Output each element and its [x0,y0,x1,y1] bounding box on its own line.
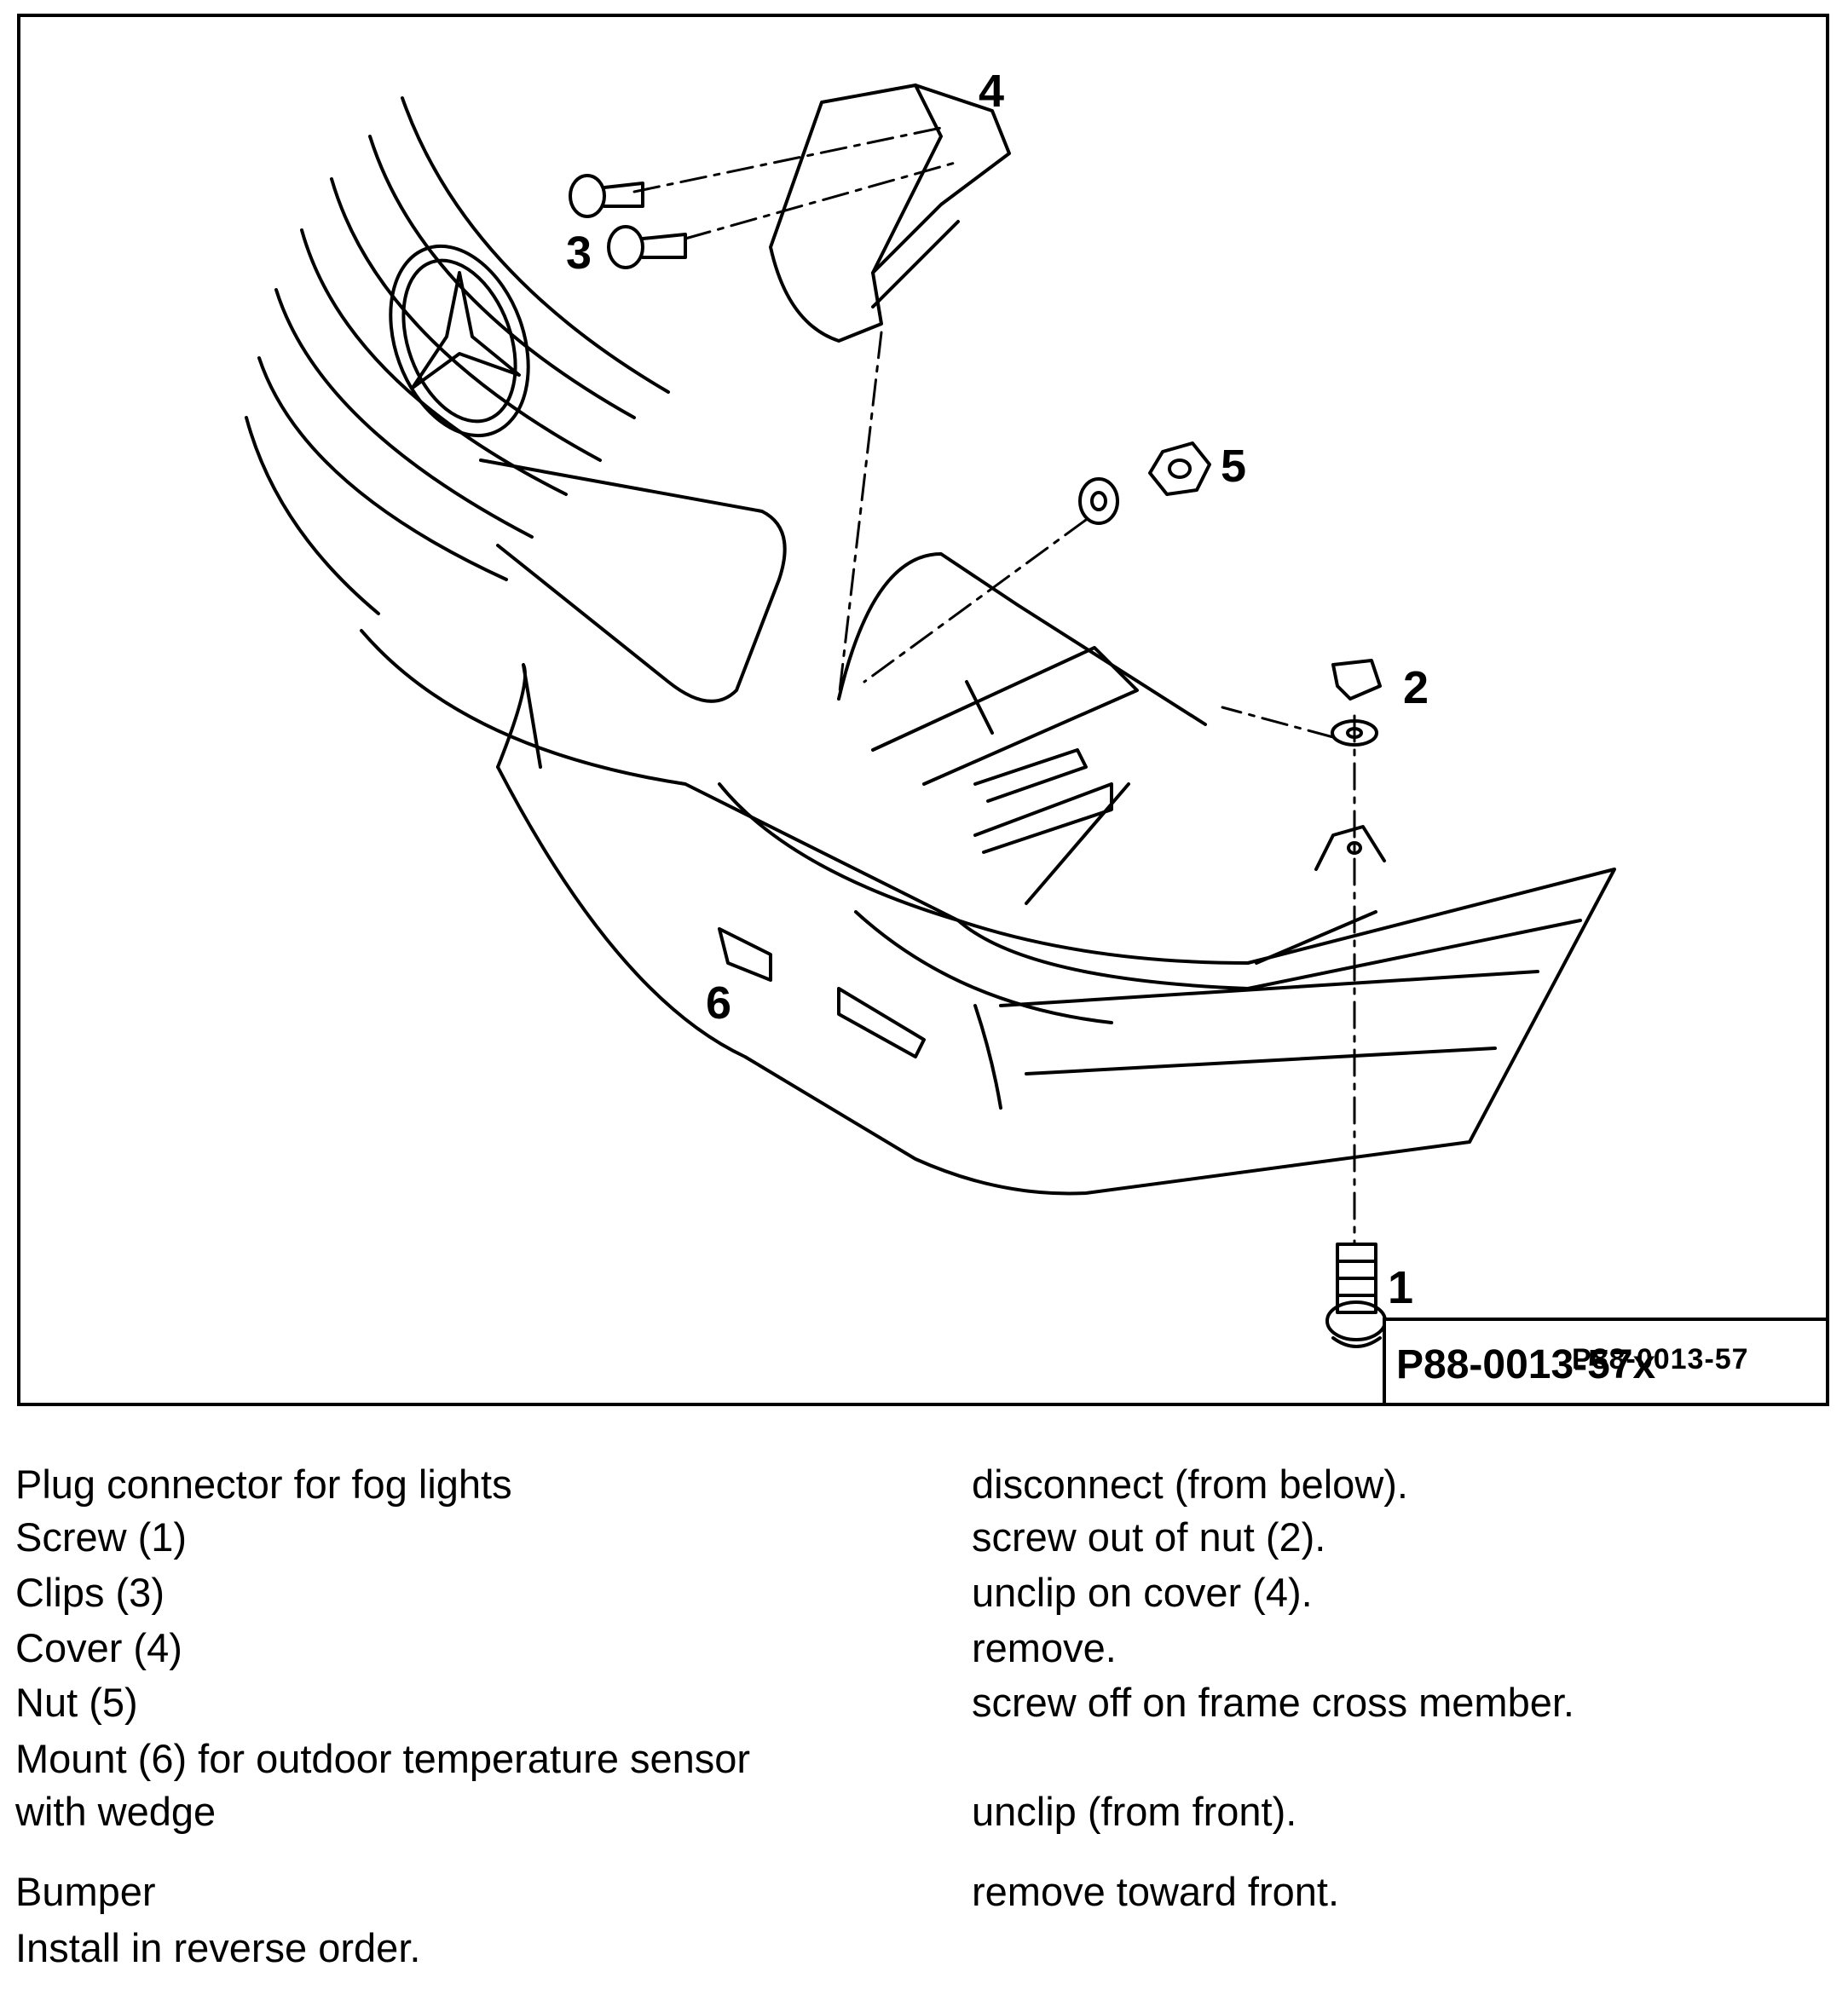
step-action: unclip (from front). [972,1789,1297,1834]
step-item: Plug connector for fog lights [15,1462,512,1507]
step-item: Clips (3) [15,1570,165,1615]
bumper-removal-diagram: 4 3 5 2 6 1 P88-0013-57x P88-0013-57 [17,14,1829,1406]
step-item: Screw (1) [15,1514,188,1560]
step-action: unclip on cover (4). [972,1570,1313,1615]
nut-screw-assembly [1314,659,1387,1348]
leader-lines [632,126,1356,1246]
step-item: Cover (4) [15,1625,182,1670]
star-emblem [389,244,530,438]
step-action: screw off on frame cross member. [972,1680,1574,1725]
callout-6: 6 [706,977,732,1029]
step-action: remove. [972,1625,1117,1670]
step-action: screw out of nut (2). [972,1514,1326,1560]
figure-reference-box: P88-0013-57x P88-0013-57 [1383,1318,1826,1403]
sensor-mount [718,927,772,982]
step-item: Install in reverse order. [15,1925,421,1970]
cover-part [769,84,1011,343]
step-action: remove toward front. [972,1869,1340,1914]
sensor-slot [837,987,926,1058]
callout-4: 4 [979,66,1005,117]
callout-5: 5 [1221,441,1247,492]
callout-2: 2 [1403,662,1429,713]
step-action: disconnect (from below). [972,1462,1408,1507]
bumper-body [360,629,1616,1196]
step-item: with wedge [15,1789,217,1834]
bumper-inner-area [837,552,1207,905]
grille-lines [245,96,670,615]
figure-reference: P88-0013-57x [1396,1342,1656,1387]
step-item: Nut (5) [15,1680,138,1725]
callout-1: 1 [1388,1262,1414,1313]
nut-and-washer [1078,441,1211,525]
grille-insert [479,458,787,703]
figure-reference-overlay: P88-0013-57 [1572,1343,1749,1375]
bumper-drawing [245,84,1616,1348]
clips [569,174,687,269]
step-item: Mount (6) for outdoor temperature sensor [15,1736,751,1781]
step-item: Bumper [15,1869,156,1914]
callout-3: 3 [566,228,592,279]
